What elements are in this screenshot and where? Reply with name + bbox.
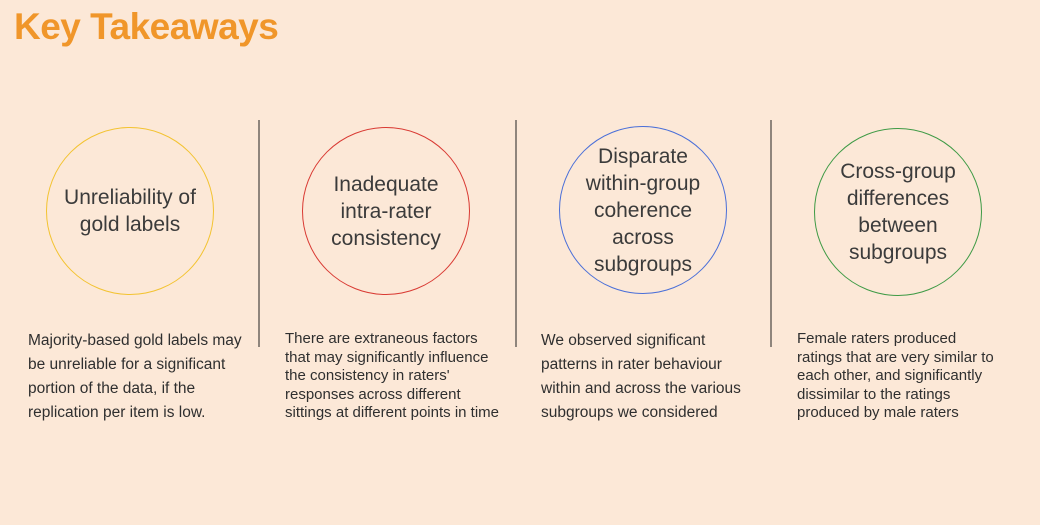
takeaway-description: Female raters produced ratings that are … — [797, 330, 994, 421]
takeaway-circle-intra-rater: Inadequate intra-rater consistency — [302, 127, 470, 295]
takeaway-description: Majority-based gold labels may be unreli… — [28, 332, 242, 421]
takeaway-description: We observed significant patterns in rate… — [541, 332, 741, 421]
takeaway-heading: Cross-group differences between subgroup… — [840, 160, 956, 264]
takeaway-description: There are extraneous factors that may si… — [285, 330, 499, 421]
takeaway-circle-gold-labels: Unreliability of gold labels — [46, 127, 214, 295]
column-divider — [515, 120, 517, 347]
takeaway-heading: Unreliability of gold labels — [64, 186, 196, 236]
takeaway-heading: Disparate within-group coherence across … — [585, 144, 701, 276]
page-title: Key Takeaways — [14, 6, 279, 47]
column-divider — [258, 120, 260, 347]
takeaway-circle-within-group: Disparate within-group coherence across … — [559, 126, 727, 294]
column-divider — [770, 120, 772, 347]
takeaway-circle-cross-group: Cross-group differences between subgroup… — [814, 128, 982, 296]
takeaway-heading: Inadequate intra-rater consistency — [331, 172, 441, 250]
